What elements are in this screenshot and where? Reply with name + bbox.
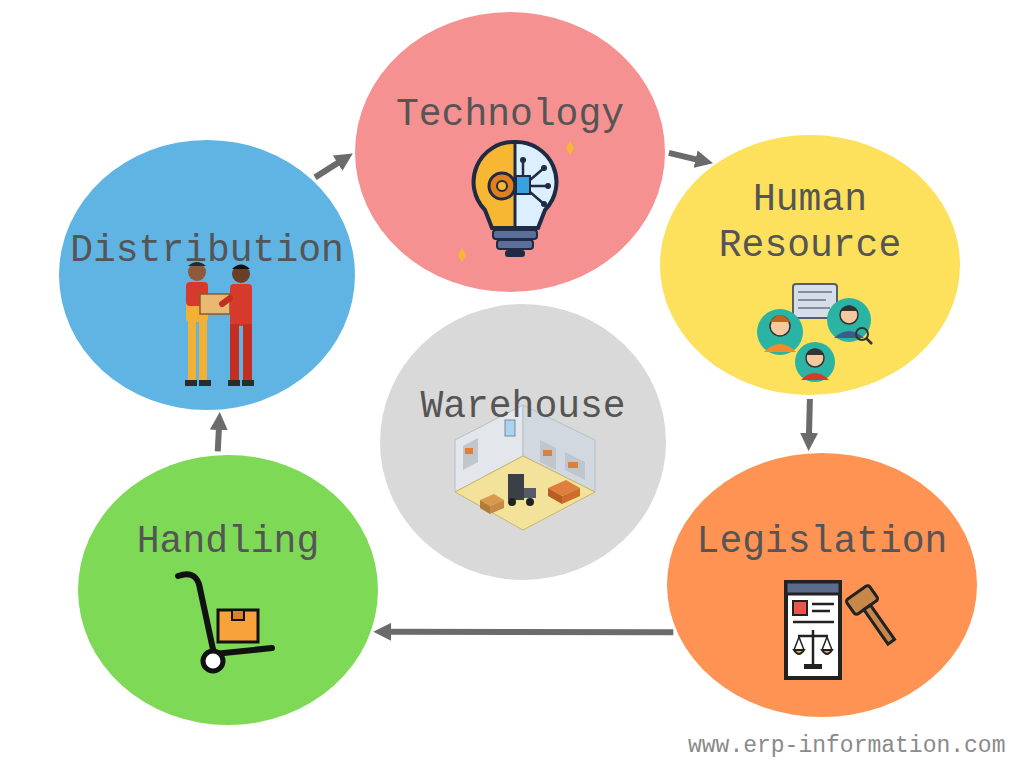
node-texts: Distribution xyxy=(59,228,355,274)
circle-fill xyxy=(78,455,378,725)
circle-fill xyxy=(59,140,355,410)
circle-node: Human Resource xyxy=(660,135,960,395)
node-texts: Human Resource xyxy=(660,177,960,268)
node-label: Technology xyxy=(396,92,624,138)
circle-fill xyxy=(380,304,666,580)
flow-arrow xyxy=(806,399,813,437)
circle-shape xyxy=(59,140,355,410)
circle-node: Distribution xyxy=(59,140,355,410)
circle-fill xyxy=(660,135,960,395)
node-label: Legislation xyxy=(697,519,948,565)
circle-shape xyxy=(355,12,665,292)
circle-fill xyxy=(667,453,977,717)
flow-arrow xyxy=(218,426,219,451)
node-texts: Handling xyxy=(78,519,378,565)
node-texts: Warehouse xyxy=(380,384,666,430)
circle-shape xyxy=(380,304,666,580)
flow-arrow xyxy=(669,153,699,160)
node-label: Warehouse xyxy=(420,384,625,430)
node-label: Human Resource xyxy=(695,177,925,268)
watermark: www.erp-information.com xyxy=(688,733,1005,759)
circle-shape xyxy=(667,453,977,717)
circle-fill xyxy=(355,12,665,292)
node-label: Handling xyxy=(137,519,319,565)
circle-node: Technology xyxy=(355,12,665,292)
circle-shape xyxy=(78,455,378,725)
flow-arrow xyxy=(315,161,341,177)
circle-node: Warehouse xyxy=(380,304,666,580)
node-label: Distribution xyxy=(70,228,344,274)
flow-arrow xyxy=(388,629,674,636)
node-texts: Legislation xyxy=(667,519,977,565)
circle-node: Legislation xyxy=(667,453,977,717)
node-texts: Technology xyxy=(355,92,665,138)
circle-node: Handling xyxy=(78,455,378,725)
